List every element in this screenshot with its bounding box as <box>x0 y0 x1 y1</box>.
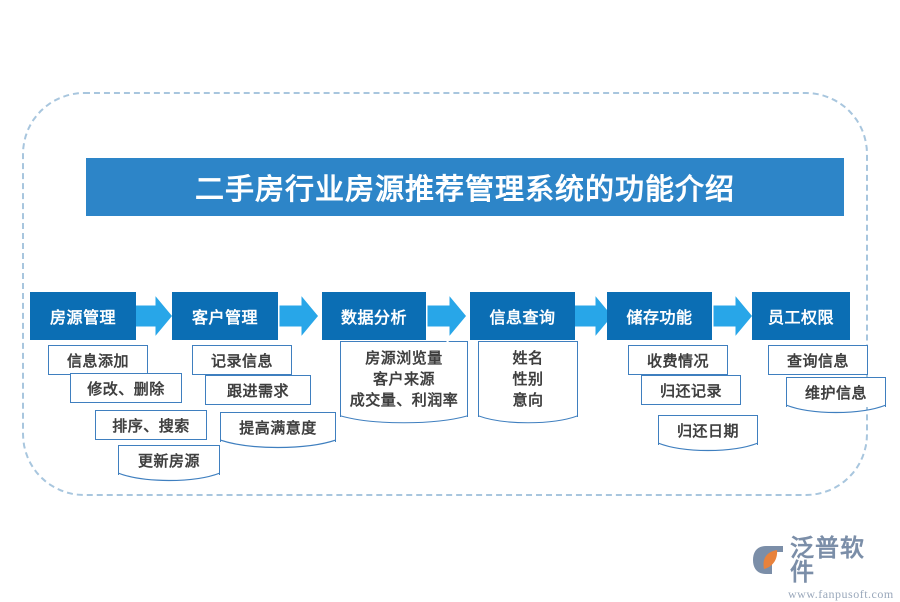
process-box-customer-management[interactable]: 客户管理 <box>172 292 278 340</box>
title-banner: 二手房行业房源推荐管理系统的功能介绍 <box>86 158 844 216</box>
card-line: 提高满意度 <box>239 419 317 437</box>
arrow-right-icon-3 <box>424 286 470 346</box>
detail-card: 维护信息 <box>786 377 886 414</box>
arrow-right-icon-2 <box>276 286 322 346</box>
logo-url: www.fanpusoft.com <box>788 587 894 601</box>
card-line: 信息添加 <box>66 351 129 370</box>
process-box-data-analysis[interactable]: 数据分析 <box>322 292 426 340</box>
logo-row: 泛普软件 <box>752 536 888 584</box>
detail-card: 房源浏览量 客户来源 成交量、利润率 <box>340 341 468 424</box>
process-label: 员工权限 <box>767 308 834 327</box>
arrow-right-icon-1 <box>130 286 176 346</box>
process-label: 信息查询 <box>489 308 556 327</box>
card-line: 查询信息 <box>786 351 849 370</box>
card-line: 房源浏览量 <box>365 348 443 367</box>
page-title: 二手房行业房源推荐管理系统的功能介绍 <box>194 172 735 206</box>
card-line: 归还记录 <box>659 381 722 400</box>
detail-card: 归还日期 <box>658 415 758 452</box>
dashed-frame <box>22 92 868 496</box>
process-label: 房源管理 <box>49 308 116 327</box>
card-wave-edge <box>118 472 220 482</box>
process-box-employee-permission[interactable]: 员工权限 <box>752 292 850 340</box>
detail-card: 归还记录 <box>641 375 741 405</box>
card-line: 归还日期 <box>676 422 739 440</box>
card-line: 跟进需求 <box>226 381 289 400</box>
arrow-right-icon-5 <box>710 286 756 346</box>
card-wave-edge <box>658 442 758 452</box>
detail-card: 查询信息 <box>768 345 868 375</box>
detail-card: 姓名 性别 意向 <box>478 341 578 424</box>
arrow-right-icon-4 <box>570 286 616 346</box>
detail-card: 跟进需求 <box>205 375 311 405</box>
card-line: 意向 <box>512 391 544 410</box>
card-line: 排序、搜索 <box>112 416 190 435</box>
detail-card: 提高满意度 <box>220 412 336 449</box>
card-line: 更新房源 <box>137 452 200 470</box>
detail-card: 更新房源 <box>118 445 220 482</box>
detail-card: 信息添加 <box>48 345 148 375</box>
process-box-storage-function[interactable]: 储存功能 <box>607 292 712 340</box>
process-box-house-management[interactable]: 房源管理 <box>30 292 136 340</box>
card-line: 客户来源 <box>372 369 435 388</box>
detail-card: 记录信息 <box>192 345 292 375</box>
card-wave-edge <box>478 415 578 424</box>
process-label: 客户管理 <box>191 308 258 327</box>
card-wave-edge <box>786 404 886 414</box>
card-wave-edge <box>220 439 336 449</box>
process-box-info-query[interactable]: 信息查询 <box>470 292 575 340</box>
card-wave-edge <box>340 415 468 424</box>
detail-card: 排序、搜索 <box>95 410 207 440</box>
process-label: 储存功能 <box>626 308 693 327</box>
watermark-logo: 泛普软件 www.fanpusoft.com <box>752 536 893 601</box>
card-line: 维护信息 <box>804 384 867 402</box>
card-line: 性别 <box>512 369 544 388</box>
card-line: 姓名 <box>512 348 544 367</box>
card-line: 成交量、利润率 <box>349 391 459 410</box>
detail-card: 收费情况 <box>628 345 728 375</box>
card-line: 记录信息 <box>210 351 273 370</box>
process-label: 数据分析 <box>340 308 407 327</box>
logo-name: 泛普软件 <box>790 534 865 586</box>
card-line: 修改、删除 <box>87 379 165 398</box>
brand-logo-icon <box>753 546 783 574</box>
card-line: 收费情况 <box>646 351 709 370</box>
detail-card: 修改、删除 <box>70 373 182 403</box>
